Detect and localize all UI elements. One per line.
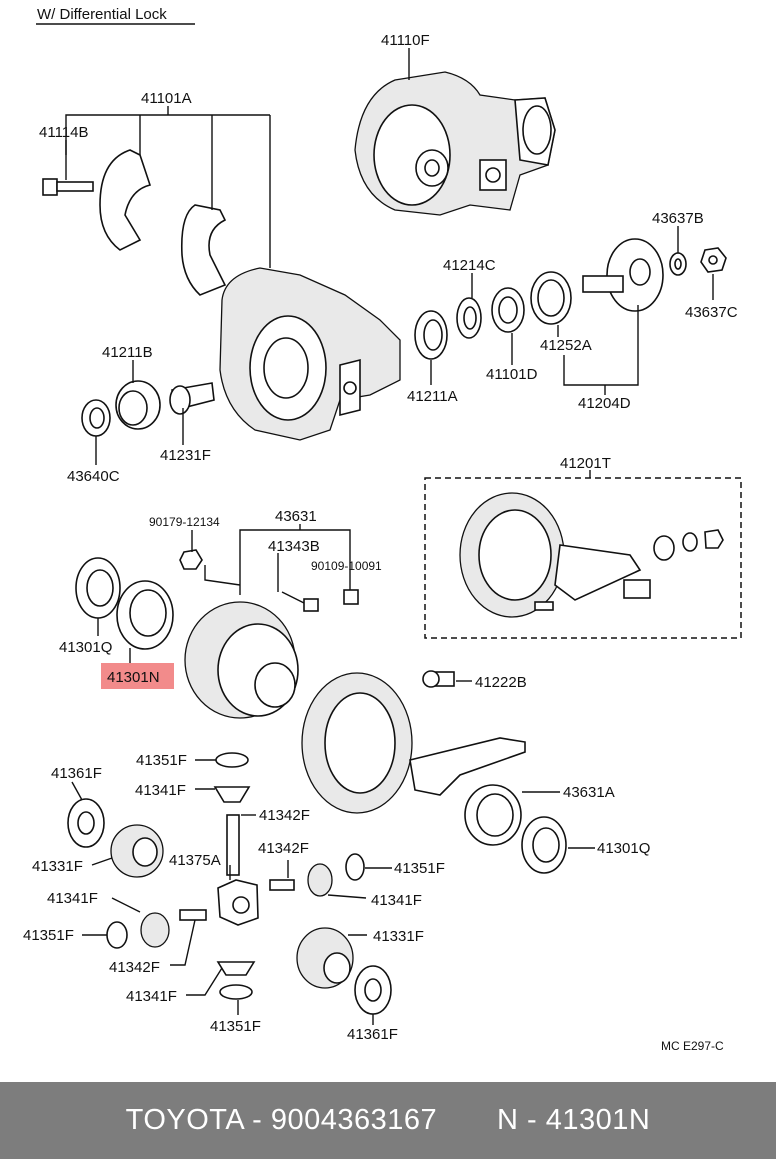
diff-case-43631-drawing bbox=[184, 601, 299, 719]
label-41351F-d: 41351F bbox=[210, 1018, 261, 1035]
label-41341F-d: 41341F bbox=[126, 988, 177, 1005]
pinion-41341F-a-drawing bbox=[213, 786, 251, 803]
label-41341F-c: 41341F bbox=[47, 890, 98, 907]
label-41342F-a: 41342F bbox=[259, 807, 310, 824]
bearing-41211B-drawing bbox=[115, 380, 161, 430]
bearing-43631A-drawing bbox=[464, 784, 522, 846]
bearing-41301N-drawing bbox=[116, 580, 174, 650]
label-41361F-b: 41361F bbox=[347, 1026, 398, 1043]
washer-43637B-drawing bbox=[669, 252, 687, 276]
label-41204D: 41204D bbox=[578, 395, 631, 412]
seal-41301Q-left-drawing bbox=[75, 557, 121, 619]
nut-90179-drawing bbox=[179, 549, 203, 570]
bearing-41101D-drawing bbox=[491, 287, 525, 333]
label-41331F-a: 41331F bbox=[32, 858, 83, 875]
label-41341F-b: 41341F bbox=[371, 892, 422, 909]
label-41231F: 41231F bbox=[160, 447, 211, 464]
label-41201T: 41201T bbox=[560, 455, 611, 472]
part-number-footer: TOYOTA - 9004363167 N - 41301N bbox=[0, 1082, 776, 1159]
flange-41204D-drawing bbox=[582, 238, 664, 312]
washer-41351F-a-drawing bbox=[215, 752, 249, 768]
pin-41222B-drawing bbox=[422, 670, 455, 688]
label-41351F-b: 41351F bbox=[394, 860, 445, 877]
label-41110F: 41110F bbox=[381, 32, 430, 49]
label-41301Q-right: 41301Q bbox=[597, 840, 650, 857]
label-41375A: 41375A bbox=[169, 852, 221, 869]
shaft-41342F-a-drawing bbox=[226, 814, 240, 876]
label-41114B: 41114B bbox=[39, 124, 89, 141]
pin-41342F-b-drawing bbox=[269, 879, 295, 891]
label-41342F-c: 41342F bbox=[109, 959, 160, 976]
label-41341F-a: 41341F bbox=[135, 782, 186, 799]
label-41343B: 41343B bbox=[268, 538, 320, 555]
side-gear-41331F-a-drawing bbox=[110, 824, 164, 878]
label-43631: 43631 bbox=[275, 508, 317, 525]
footer-text: TOYOTA - 9004363167 N - 41301N bbox=[125, 1104, 651, 1136]
label-41101A: 41101A bbox=[141, 90, 192, 107]
nut-43637C-drawing bbox=[700, 247, 727, 273]
block-41375A-drawing bbox=[217, 879, 259, 926]
label-41252A: 41252A bbox=[540, 337, 592, 354]
label-90179-12134: 90179-12134 bbox=[149, 515, 220, 529]
gear-41361F-b-drawing bbox=[354, 965, 392, 1015]
washer-41351F-b-drawing bbox=[345, 853, 365, 881]
pin-41342F-c-drawing bbox=[179, 909, 207, 921]
highlight-41301N bbox=[101, 663, 174, 689]
pinion-41341F-d-drawing bbox=[216, 961, 256, 976]
ring-gear-41201T-drawing bbox=[459, 492, 724, 618]
diagram-title: W/ Differential Lock bbox=[37, 6, 167, 23]
gear-41361F-a-drawing bbox=[67, 798, 105, 848]
label-41361F-a: 41361F bbox=[51, 765, 102, 782]
leader-lines bbox=[65, 48, 714, 1025]
side-gear-41331F-b-drawing bbox=[296, 927, 354, 989]
pinion-41341F-c-drawing bbox=[140, 912, 170, 948]
washer-41351F-d-drawing bbox=[219, 984, 253, 1000]
bolt-41114B-drawing bbox=[42, 178, 94, 196]
label-41211A: 41211A bbox=[407, 388, 458, 405]
washer-41351F-c-drawing bbox=[106, 921, 128, 949]
bolt-90109-drawing bbox=[343, 589, 359, 605]
bolt-41343B-drawing bbox=[281, 591, 319, 612]
label-90109-10091: 90109-10091 bbox=[311, 559, 382, 573]
label-41101D: 41101D bbox=[486, 366, 538, 383]
bushing-41231F-drawing bbox=[169, 382, 215, 415]
seal-41301Q-right-drawing bbox=[521, 816, 567, 874]
label-43640C: 43640C bbox=[67, 468, 120, 485]
carrier-assembly-drawing bbox=[354, 71, 556, 216]
reference-code: MC E297-C bbox=[661, 1039, 724, 1053]
label-41331F-b: 41331F bbox=[373, 928, 424, 945]
differential-housing-drawing bbox=[219, 267, 401, 441]
label-41301N: 41301N bbox=[107, 669, 160, 686]
label-41211B: 41211B bbox=[102, 344, 153, 361]
label-41351F-c: 41351F bbox=[23, 927, 74, 944]
label-41301Q-left: 41301Q bbox=[59, 639, 112, 656]
ring-gear-43631A-drawing bbox=[301, 672, 526, 814]
label-43631A: 43631A bbox=[563, 784, 615, 801]
label-41222B: 41222B bbox=[475, 674, 527, 691]
exploded-parts-diagram: W/ Differential Lock bbox=[23, 6, 742, 1053]
label-41351F-a: 41351F bbox=[136, 752, 187, 769]
label-43637C: 43637C bbox=[685, 304, 738, 321]
label-41214C: 41214C bbox=[443, 257, 496, 274]
bearing-caps-drawing bbox=[99, 149, 227, 296]
sleeve-41252A-drawing bbox=[530, 271, 572, 325]
seal-41211A-drawing bbox=[414, 310, 448, 360]
gear-set-box bbox=[424, 477, 742, 639]
label-43637B: 43637B bbox=[652, 210, 704, 227]
spacer-41214C-drawing bbox=[456, 297, 482, 339]
seal-43640C-drawing bbox=[81, 399, 111, 437]
label-41342F-b: 41342F bbox=[258, 840, 309, 857]
pinion-41341F-b-drawing bbox=[307, 863, 333, 897]
